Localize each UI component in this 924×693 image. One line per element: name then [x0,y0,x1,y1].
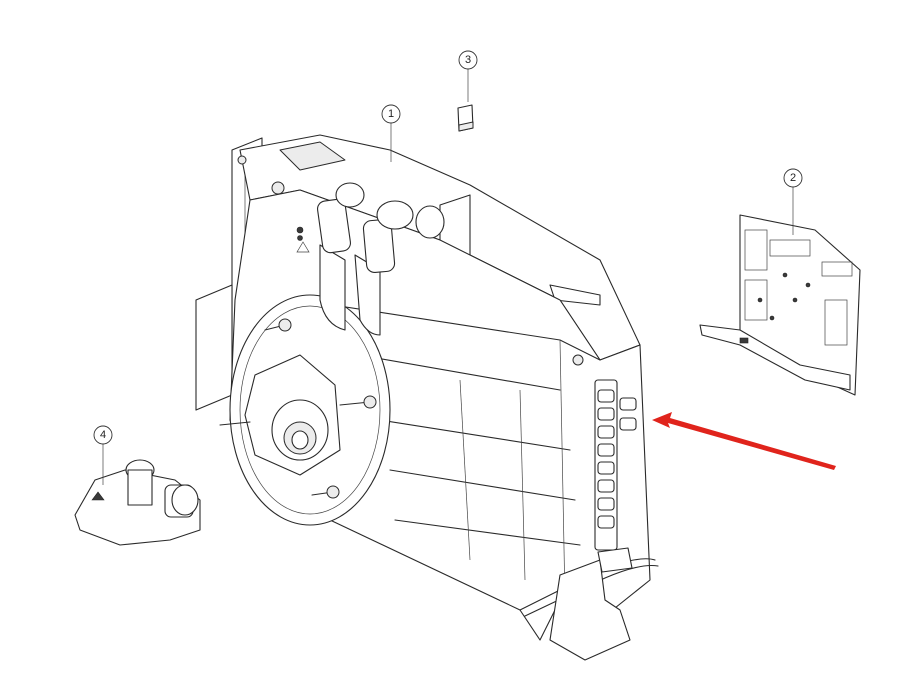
callout-1: 1 [381,104,401,124]
svg-text:1: 1 [388,108,394,120]
callout-3: 3 [458,50,478,70]
callout-2: 2 [783,168,803,188]
part-3-memory-card [457,104,474,132]
stud-bolts [219,318,377,499]
red-pointer-arrow [652,412,836,470]
main-housing-assembly [195,134,659,661]
coolant-hoses [317,182,445,336]
part-2-circuit-board [699,214,861,396]
svg-text:4: 4 [100,429,106,441]
part-4-hose-connector [74,459,201,546]
callout-4: 4 [93,425,113,445]
recycle-icon [91,491,105,501]
svg-text:2: 2 [790,172,796,184]
connector-bank [594,379,637,551]
warning-triangle-icon [296,226,310,253]
svg-text:3: 3 [465,54,471,66]
